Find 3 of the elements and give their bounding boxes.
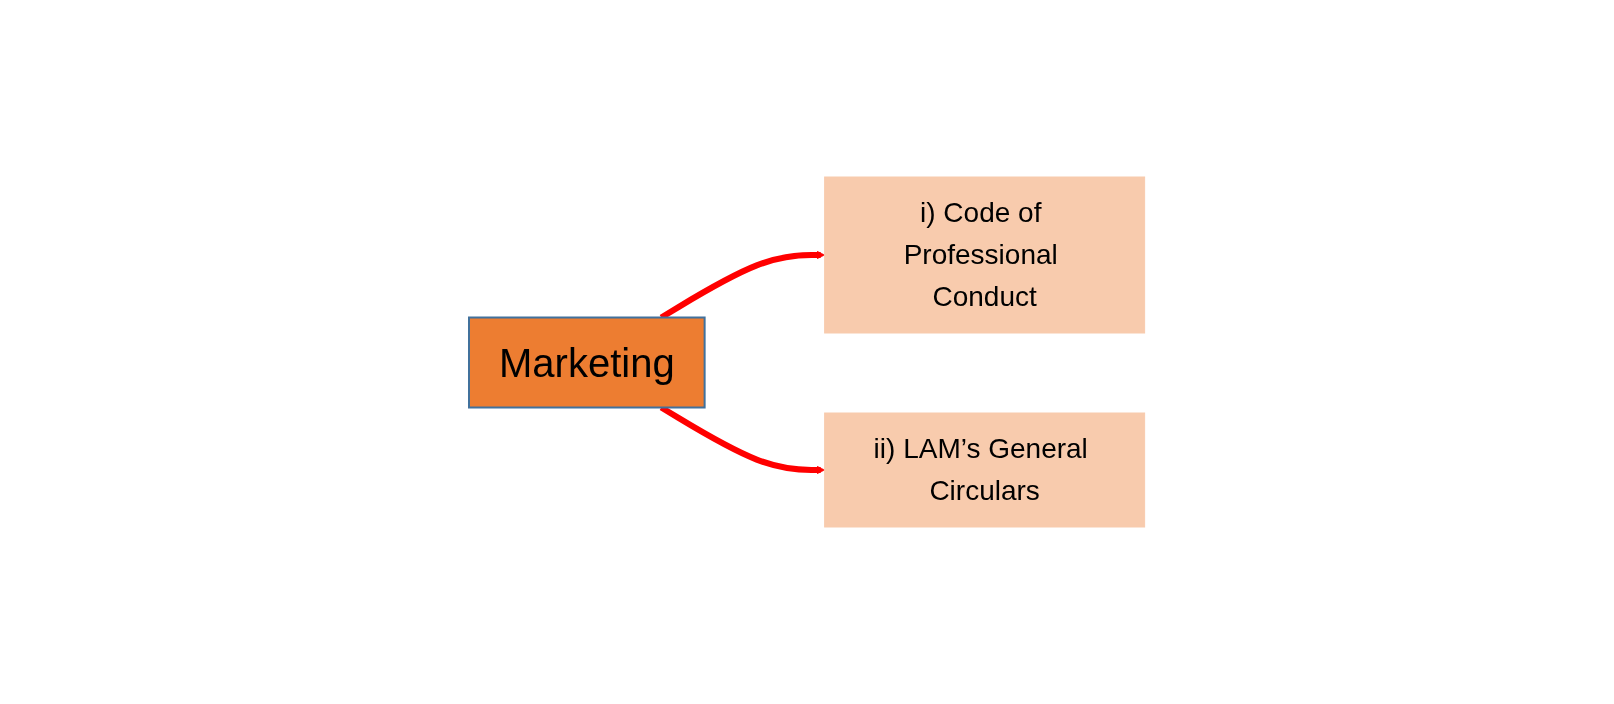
node-box: i) Code of Professional Conduct — [824, 176, 1146, 334]
node-box: Marketing — [468, 316, 706, 409]
node-box: ii) LAM’s General Circulars — [824, 412, 1146, 528]
